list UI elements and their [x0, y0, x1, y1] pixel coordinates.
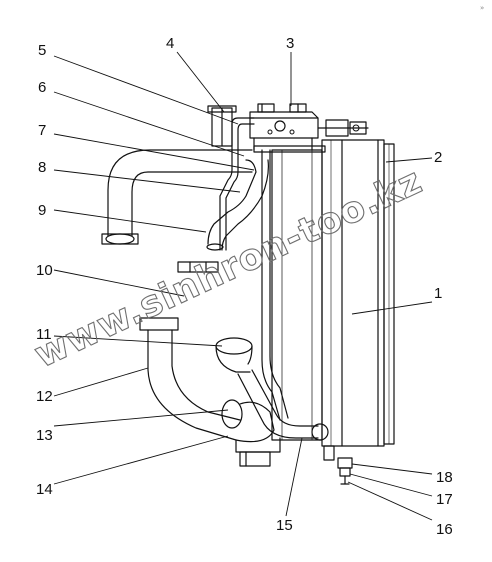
corner-mark: » — [480, 4, 484, 12]
callout-17: 17 — [436, 491, 453, 508]
callout-5: 5 — [38, 42, 46, 59]
leader-lines — [53, 51, 433, 521]
sensor-tube — [177, 261, 219, 273]
callout-18: 18 — [436, 469, 453, 486]
drain-fitting — [323, 445, 353, 485]
callouts: 1 2 3 4 5 6 7 8 9 10 11 12 13 14 15 16 1… — [36, 35, 453, 538]
lower-outlet-pipe — [235, 369, 329, 467]
lower-hose — [139, 317, 275, 443]
callout-12: 12 — [36, 388, 53, 405]
radiator-side-frame — [383, 143, 395, 445]
callout-6: 6 — [38, 79, 46, 96]
elbow-fitting — [215, 337, 253, 373]
callout-4: 4 — [166, 35, 174, 52]
callout-3: 3 — [286, 35, 294, 52]
callout-7: 7 — [38, 122, 46, 139]
callout-16: 16 — [436, 521, 453, 538]
coolant-tube — [261, 149, 289, 421]
callout-9: 9 — [38, 202, 46, 219]
callout-11: 11 — [36, 326, 52, 343]
callout-15: 15 — [276, 517, 293, 534]
mount-bracket — [207, 105, 237, 147]
callout-1: 1 — [434, 285, 442, 302]
upper-hose — [101, 149, 253, 245]
tank-bolts — [267, 124, 360, 135]
curved-hose — [206, 159, 269, 251]
callout-2: 2 — [434, 149, 442, 166]
callout-13: 13 — [36, 427, 53, 444]
filler-housing — [249, 103, 369, 153]
callout-10: 10 — [36, 262, 53, 279]
vent-pipe — [219, 117, 255, 251]
radiator-tank — [271, 149, 323, 441]
callout-14: 14 — [36, 481, 53, 498]
callout-8: 8 — [38, 159, 46, 176]
